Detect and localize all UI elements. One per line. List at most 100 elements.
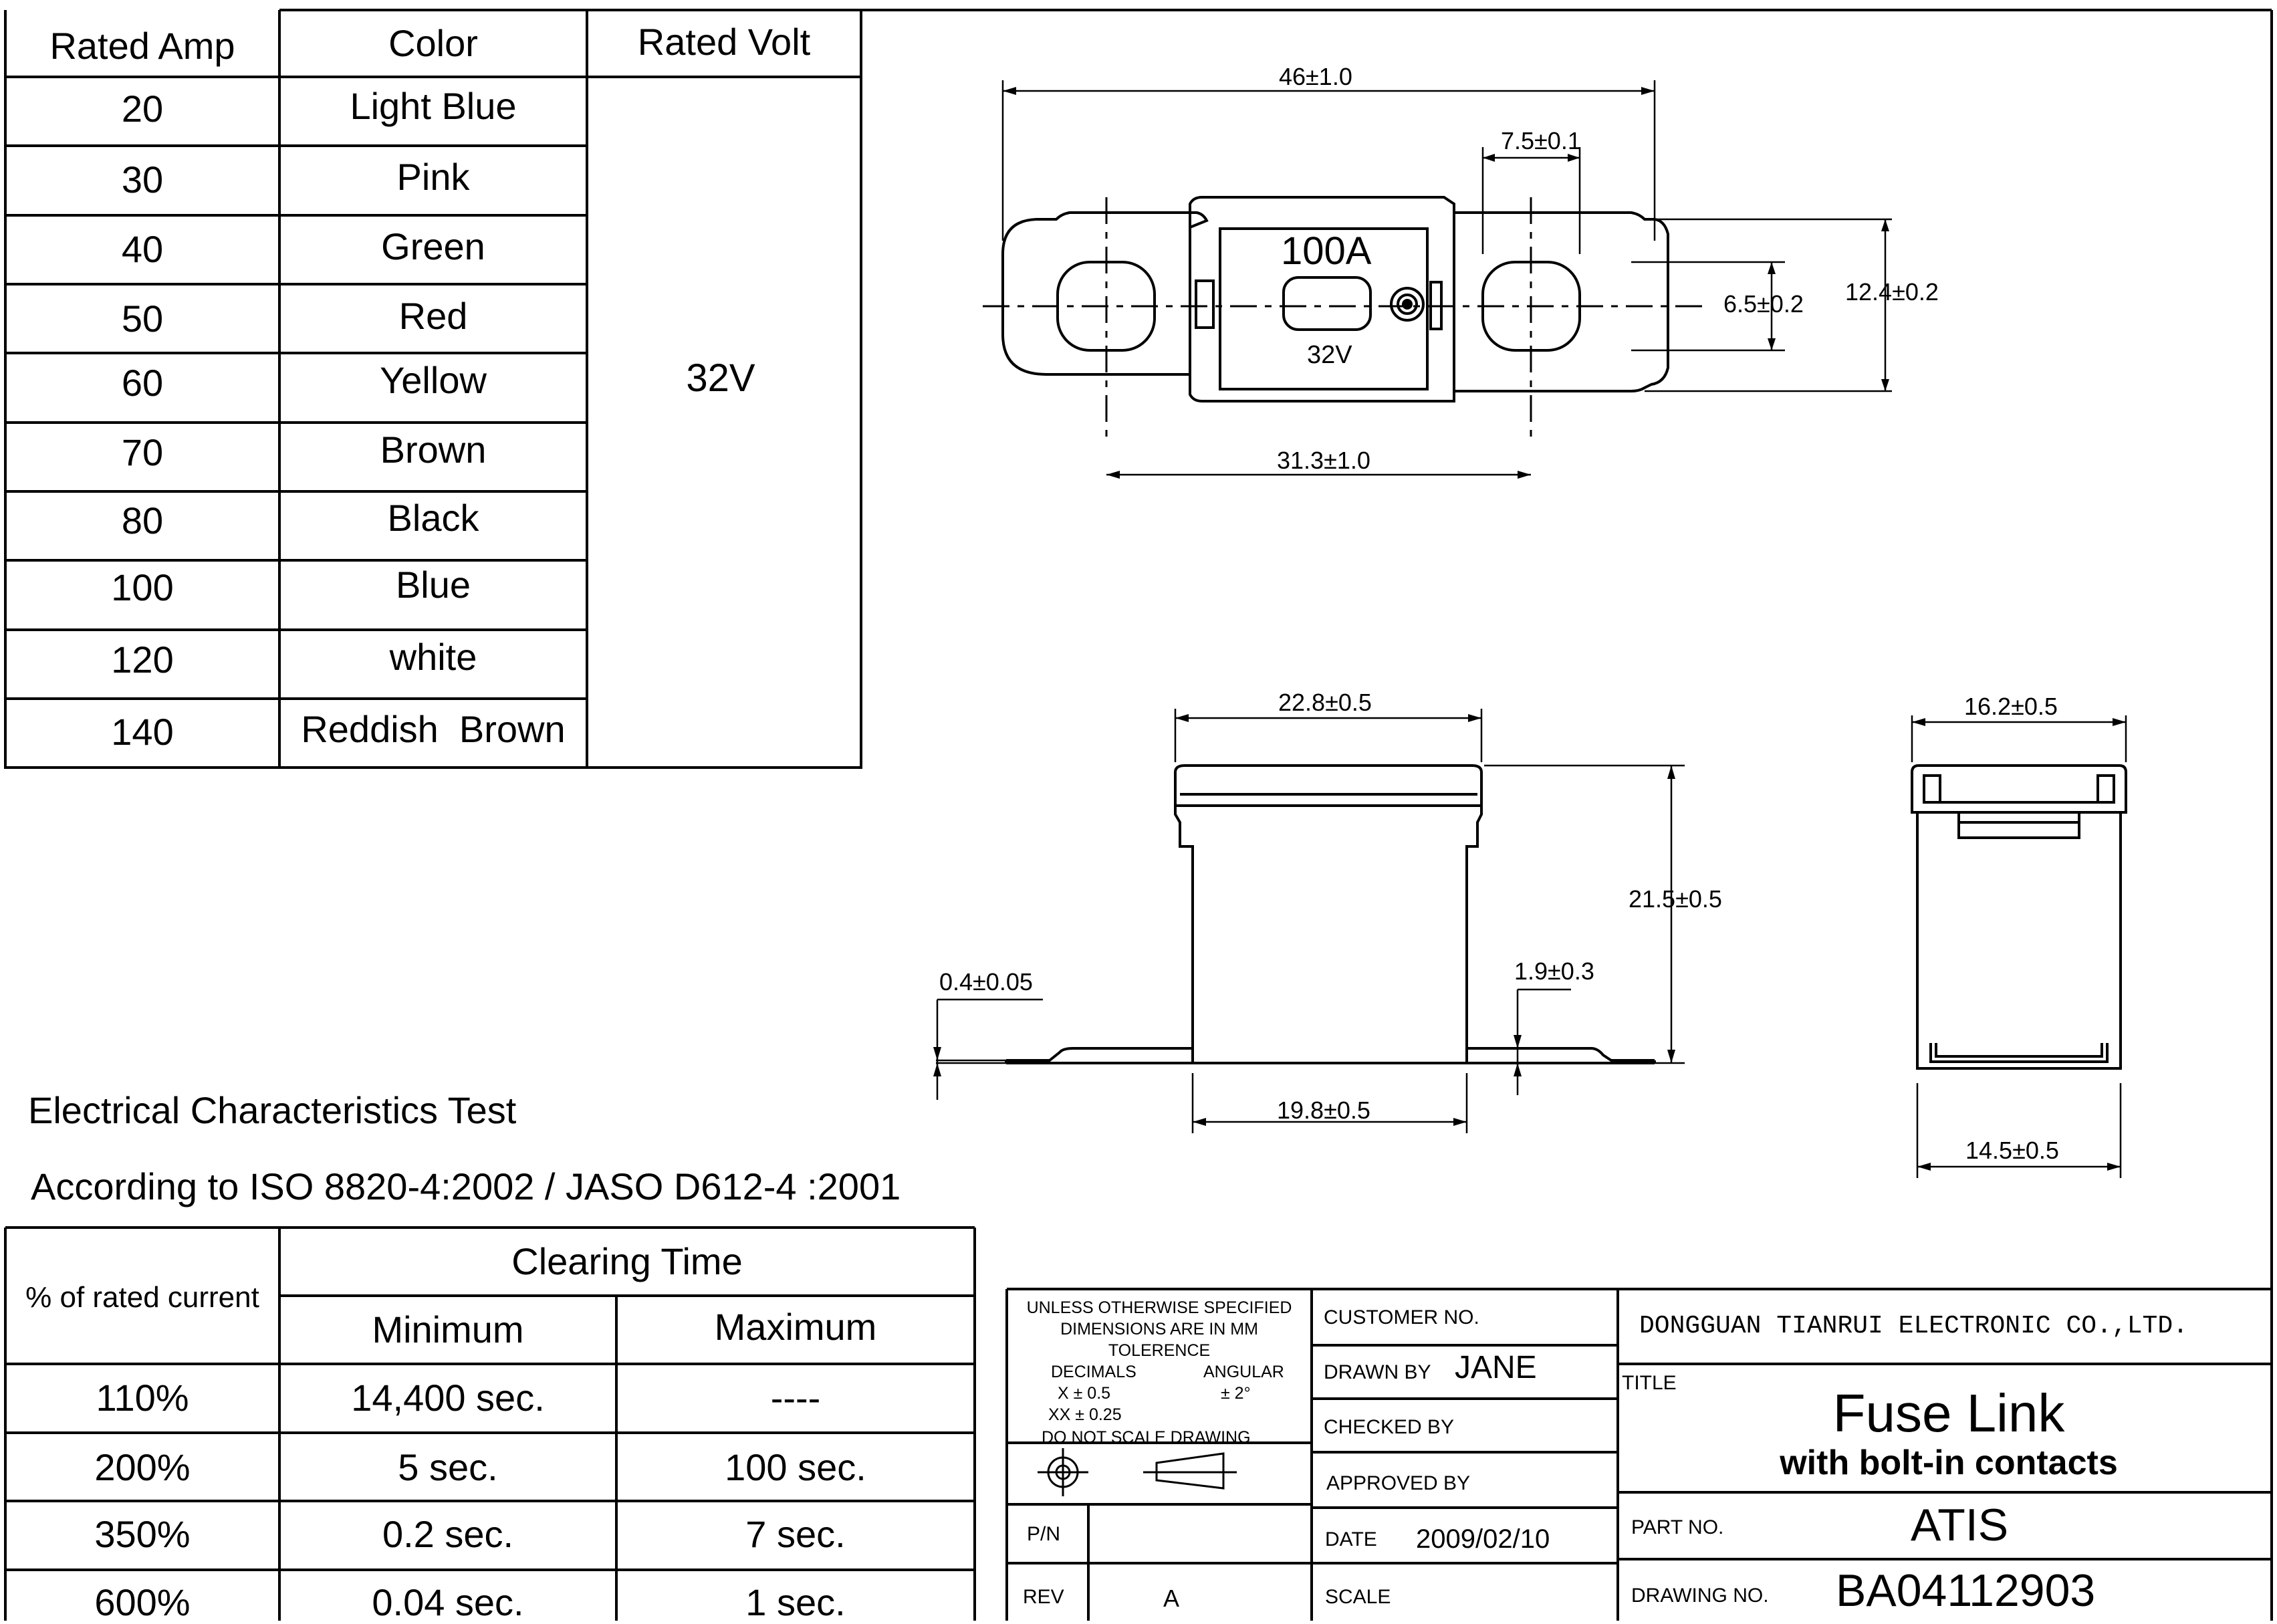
rating-amp-cell: 70 [121,431,164,473]
col-clearing-time: Clearing Time [511,1240,743,1282]
date-value: 2009/02/10 [1416,1524,1550,1554]
rev-label: REV [1023,1586,1064,1608]
dim-body-height: 12.4±0.2 [1845,278,1939,306]
rating-amp-cell: 40 [121,228,164,270]
part-no-value: ATIS [1911,1500,2009,1550]
col-minimum: Minimum [372,1308,524,1351]
dim-tab-thickness: 0.4±0.05 [939,968,1033,996]
fuse-volt-label: 32V [1307,341,1352,369]
angular-label: ANGULAR [1203,1363,1284,1381]
drawn-by-value: JANE [1455,1350,1537,1385]
test-standard: According to ISO 8820-4:2002 / JASO D612… [31,1165,901,1207]
col-maximum: Maximum [714,1306,877,1348]
note-line-1: UNLESS OTHERWISE SPECIFIED [1026,1298,1292,1317]
drawn-by-label: DRAWN BY [1324,1361,1431,1383]
drawing-no-value: BA04112903 [1836,1565,2096,1616]
clearing-max-cell: 1 sec. [745,1581,846,1623]
dim-side-width: 16.2±0.5 [1964,693,2058,720]
dim-hole-width: 7.5±0.1 [1501,127,1581,154]
customer-label: CUSTOMER NO. [1324,1306,1479,1328]
dim-side-base: 14.5±0.5 [1965,1137,2059,1164]
right-tab [1453,211,1669,392]
rev-value: A [1163,1585,1180,1612]
dim-base-width: 19.8±0.5 [1277,1096,1370,1124]
clearing-pct-cell: 600% [94,1581,191,1623]
rating-color-cell: white [389,636,477,678]
left-tab [1001,211,1209,376]
rivet [1390,287,1425,322]
title-label: TITLE [1622,1372,1677,1394]
rating-color-cell: Light Blue [350,85,517,127]
date-label: DATE [1325,1528,1377,1550]
rating-color-cell: Black [387,497,479,539]
title-sub: with bolt-in contacts [1780,1443,2118,1482]
front-base [1005,1047,1656,1064]
fuse-amp-label: 100A [1281,229,1372,273]
rating-amp-cell: 80 [121,499,164,542]
note-line-2: DIMENSIONS ARE IN MM [1060,1320,1258,1339]
angular-tolerance: ± 2° [1221,1384,1251,1403]
part-no-label: PART NO. [1631,1516,1724,1538]
title-block-grid [1005,1288,2273,1621]
side-view [1911,715,2127,1178]
dim-hole-pitch: 31.3±1.0 [1277,447,1370,474]
header-rated-volt: Rated Volt [637,21,811,63]
clearing-max-cell: 100 sec. [725,1446,866,1488]
checked-by-label: CHECKED BY [1324,1416,1455,1438]
header-color: Color [388,22,478,64]
dim-front-height: 21.5±0.5 [1629,885,1722,913]
scale-label: SCALE [1325,1586,1391,1608]
clearing-pct-cell: 200% [94,1446,191,1488]
col-rated-current: % of rated current [25,1281,259,1314]
rating-color-cell: Green [381,225,485,267]
clearing-pct-cell: 350% [94,1513,191,1555]
rating-color-cell: Pink [396,156,470,198]
no-scale-note: DO NOT SCALE DRAWING [1042,1428,1251,1447]
clearing-min-cell: 0.04 sec. [372,1581,524,1623]
rating-amp-cell: 50 [121,298,164,340]
clearing-pct-cell: 110% [96,1377,189,1419]
x-tolerance: X ± 0.5 [1058,1384,1111,1403]
clearing-min-cell: 14,400 sec. [351,1377,545,1419]
rating-color-cell: Red [398,295,468,337]
note-line-3: TOLERENCE [1108,1341,1211,1360]
projection-symbol [1038,1448,1237,1496]
rating-color-cell: Brown [380,429,487,471]
clearing-max-cell: ---- [770,1377,821,1419]
dim-front-width: 22.8±0.5 [1278,689,1372,716]
front-body [1174,806,1483,1064]
clearing-table-grid [4,1226,976,1621]
rated-volt-value: 32V [686,356,755,400]
rating-color-cell: Reddish Brown [301,708,566,750]
dim-step: 1.9±0.3 [1514,957,1594,985]
test-title: Electrical Characteristics Test [28,1089,517,1131]
side-body [1916,812,2122,1070]
pn-label: P/N [1027,1523,1061,1545]
clearing-table: % of rated current Clearing Time Minimum… [0,1217,983,1623]
decimals-label: DECIMALS [1051,1363,1136,1381]
rating-amp-cell: 120 [111,639,174,681]
rating-amp-cell: 60 [121,362,164,404]
fuse-window [1219,227,1429,390]
rating-table-grid [4,9,862,769]
dim-hole-height: 6.5±0.2 [1723,290,1804,318]
header-rated-amp: Rated Amp [49,25,235,67]
clearing-min-cell: 0.2 sec. [382,1513,514,1555]
clearing-max-cell: 7 sec. [745,1513,846,1555]
rating-amp-cell: 30 [121,158,164,201]
rating-color-cell: Blue [395,564,471,606]
top-view [983,80,1892,479]
side-insert [1957,811,2080,839]
clearing-min-cell: 5 sec. [398,1446,498,1488]
side-cap [1911,764,2127,814]
company-name: DONGGUAN TIANRUI ELECTRONIC CO.,LTD. [1639,1312,2188,1341]
rating-table: Rated Amp Color Rated Volt 20 Light Blue 3… [0,0,869,776]
drawing-no-label: DRAWING NO. [1631,1585,1769,1607]
rating-color-cell: Yellow [380,359,487,401]
rating-amp-cell: 20 [121,88,164,130]
rating-amp-cell: 100 [111,566,174,608]
front-cap [1174,764,1483,807]
title-main: Fuse Link [1832,1383,2065,1443]
front-view [933,709,1685,1133]
center-slot [1282,276,1372,331]
